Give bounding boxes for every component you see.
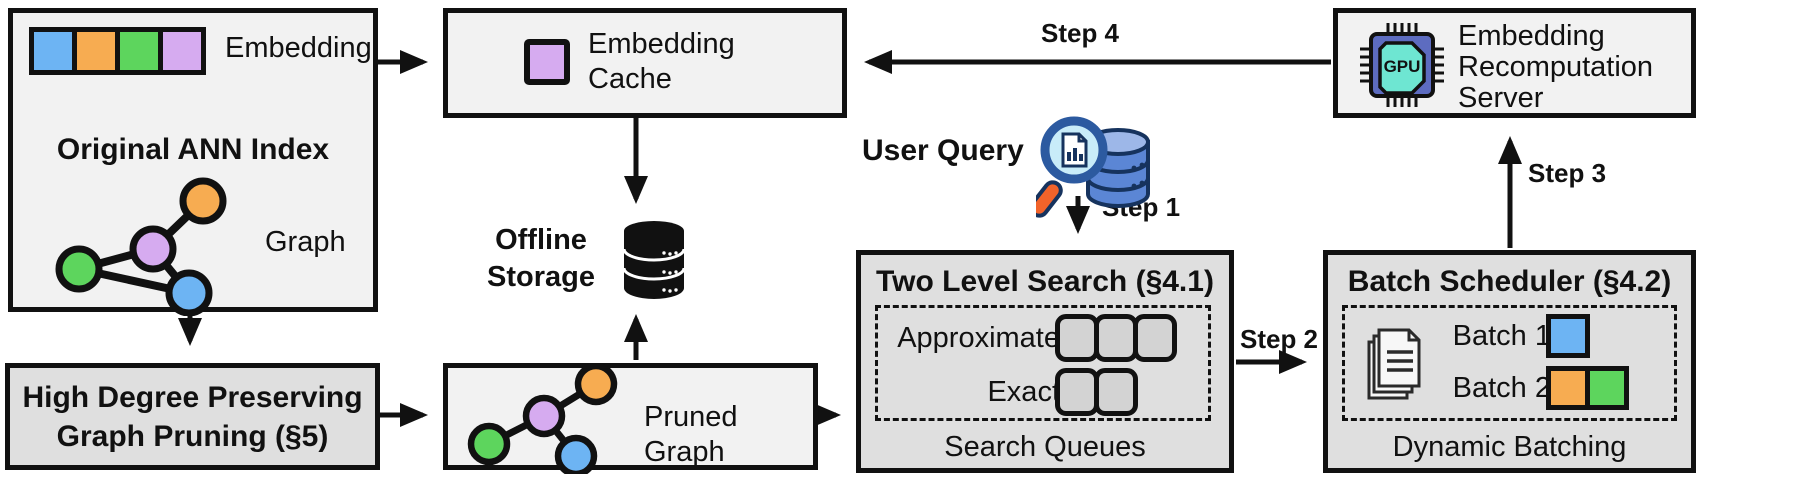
embedding-label: Embedding [225, 32, 372, 64]
graph-label: Graph [265, 226, 346, 258]
graph-pruning-title: High Degree Preserving Graph Pruning (§5… [22, 380, 363, 453]
original-ann-index-box: Embedding Original ANN Index Graph [8, 8, 378, 316]
cached-embedding-square-icon [524, 39, 570, 85]
dynamic-batching-caption: Dynamic Batching [1392, 431, 1627, 463]
batch2-label: Batch 2 [1452, 371, 1551, 404]
search-queues-caption: Search Queues [944, 431, 1146, 463]
two-level-search-title: Two Level Search (§4.1) [876, 265, 1214, 298]
batch1-square-blue [1546, 314, 1590, 358]
embedding-square-green [115, 32, 158, 70]
step3-label: Step 3 [1528, 158, 1607, 188]
embedding-square-blue [34, 32, 72, 70]
graph-pruning-box: High Degree Preserving Graph Pruning (§5… [5, 363, 380, 470]
pruned-graph-label: Pruned Graph [644, 401, 738, 468]
recomputation-server-label: Embedding Recomputation Server [1458, 20, 1654, 114]
gpu-chip-icon: GPU [1360, 23, 1444, 107]
batch1-row: Batch 1 [1433, 314, 1590, 358]
queue-slot [1055, 314, 1099, 362]
pruned-graph-box: Pruned Graph [443, 363, 818, 474]
search-queues-panel: Approximate Exact [875, 305, 1211, 421]
svg-text:GPU: GPU [1384, 57, 1421, 76]
queue-slot [1094, 368, 1138, 416]
queue-slot [1055, 368, 1099, 416]
original-graph-icon [55, 177, 227, 316]
step2-label: Step 2 [1239, 324, 1319, 354]
two-level-search-box: Two Level Search (§4.1) Approximate Exac… [856, 250, 1234, 473]
approximate-queue-row: Approximate [878, 314, 1177, 362]
query-documents-icon [1367, 328, 1421, 400]
dynamic-batching-panel: Batch 1 Batch 2 [1342, 305, 1677, 421]
user-query-label: User Query [862, 134, 1024, 167]
batch2-square-orange [1546, 366, 1590, 410]
recomputation-server-box: GPU Embedding Recomputation Server [1333, 8, 1696, 118]
step4-label: Step 4 [1040, 18, 1120, 48]
offline-storage-database-icon [622, 221, 686, 299]
batch2-row: Batch 2 [1433, 366, 1629, 410]
batch1-label: Batch 1 [1452, 319, 1551, 352]
embedding-square-orange [72, 32, 115, 70]
offline-storage-label: Offline Storage [487, 224, 595, 293]
pruned-graph-icon [467, 364, 618, 474]
queue-slot [1094, 314, 1138, 362]
batch-scheduler-box: Batch Scheduler (§4.2) Batch 1 [1323, 250, 1696, 473]
ann-index-title: Original ANN Index [56, 133, 330, 166]
batch-scheduler-title: Batch Scheduler (§4.2) [1347, 265, 1672, 298]
batch2-square-green [1585, 366, 1629, 410]
user-query-search-icon [1036, 116, 1150, 218]
exact-label: Exact [987, 375, 1060, 408]
exact-queue-row: Exact [878, 368, 1138, 416]
embedding-cache-label: Embedding Cache [588, 28, 735, 95]
queue-slot [1133, 314, 1177, 362]
embedding-vector-icon [29, 27, 206, 75]
embedding-cache-box: Embedding Cache [443, 8, 847, 118]
embedding-square-purple [158, 32, 201, 70]
approximate-label: Approximate [897, 321, 1060, 354]
